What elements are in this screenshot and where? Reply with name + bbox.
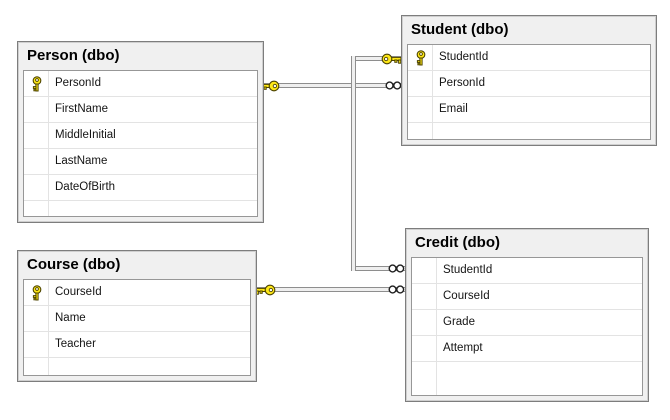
table-row[interactable]: PersonId	[24, 71, 257, 97]
primary-key-icon	[416, 49, 425, 65]
primary-key-icon	[32, 75, 41, 91]
infinity-icon	[388, 285, 405, 294]
table-person-title[interactable]: Person (dbo)	[27, 47, 120, 64]
field-name: Teacher	[55, 338, 96, 350]
table-row[interactable]: Teacher	[24, 332, 250, 358]
field-name: MiddleInitial	[55, 129, 116, 141]
table-row[interactable]: Grade	[412, 310, 642, 336]
table-row[interactable]: FirstName	[24, 97, 257, 123]
row-selector[interactable]	[412, 336, 437, 361]
table-row[interactable]: MiddleInitial	[24, 123, 257, 149]
table-row[interactable]: StudentId	[412, 258, 642, 284]
table-row[interactable]: Attempt	[412, 336, 642, 362]
row-selector[interactable]	[412, 310, 437, 335]
table-row[interactable]: CourseId	[412, 284, 642, 310]
field-name: Name	[55, 312, 86, 324]
table-row[interactable]: StudentId	[408, 45, 650, 71]
relationship-connector-student-credit-vertical[interactable]	[351, 56, 356, 271]
selector-column-divider	[48, 280, 49, 375]
row-selector-pk[interactable]	[24, 71, 49, 96]
row-selector-pk[interactable]	[24, 280, 49, 305]
row-selector[interactable]	[408, 71, 433, 96]
row-selector[interactable]	[412, 284, 437, 309]
field-name: Grade	[443, 316, 475, 328]
row-selector[interactable]	[24, 306, 49, 331]
primary-key-icon	[32, 284, 41, 300]
table-row[interactable]: LastName	[24, 149, 257, 175]
field-name: PersonId	[439, 77, 486, 89]
relationship-connector-student-credit-bottom[interactable]	[351, 266, 405, 271]
table-row[interactable]: PersonId	[408, 71, 650, 97]
row-selector-pk[interactable]	[408, 45, 433, 70]
row-selector[interactable]	[24, 149, 49, 174]
row-selector[interactable]	[408, 97, 433, 122]
table-row[interactable]: Name	[24, 306, 250, 332]
row-selector[interactable]	[24, 97, 49, 122]
key-icon	[381, 53, 402, 65]
row-selector[interactable]	[24, 175, 49, 200]
row-selector[interactable]	[24, 332, 49, 357]
field-name: DateOfBirth	[55, 181, 116, 193]
key-icon	[255, 284, 276, 296]
field-name: StudentId	[439, 51, 489, 63]
table-course-title[interactable]: Course (dbo)	[27, 256, 121, 273]
field-name: LastName	[55, 155, 108, 167]
field-name: Email	[439, 103, 468, 115]
selector-column-divider	[432, 45, 433, 139]
table-student-title[interactable]: Student (dbo)	[411, 21, 509, 38]
field-name: PersonId	[55, 77, 102, 89]
field-name: FirstName	[55, 103, 109, 115]
table-credit-title[interactable]: Credit (dbo)	[415, 234, 500, 251]
infinity-icon	[385, 81, 402, 90]
field-name: CourseId	[55, 286, 102, 298]
field-name: CourseId	[443, 290, 490, 302]
selector-column-divider	[48, 71, 49, 216]
field-name: StudentId	[443, 264, 493, 276]
infinity-icon	[388, 264, 405, 273]
relationship-connector-student-credit-top[interactable]	[351, 56, 401, 61]
row-selector[interactable]	[24, 123, 49, 148]
table-row[interactable]: DateOfBirth	[24, 175, 257, 201]
field-name: Attempt	[443, 342, 483, 354]
relationship-connector-person-student[interactable]	[262, 83, 402, 88]
selector-column-divider	[436, 258, 437, 395]
row-selector[interactable]	[412, 258, 437, 283]
table-row[interactable]: Email	[408, 97, 650, 123]
table-row[interactable]: CourseId	[24, 280, 250, 306]
relationship-connector-course-credit[interactable]	[256, 287, 405, 292]
